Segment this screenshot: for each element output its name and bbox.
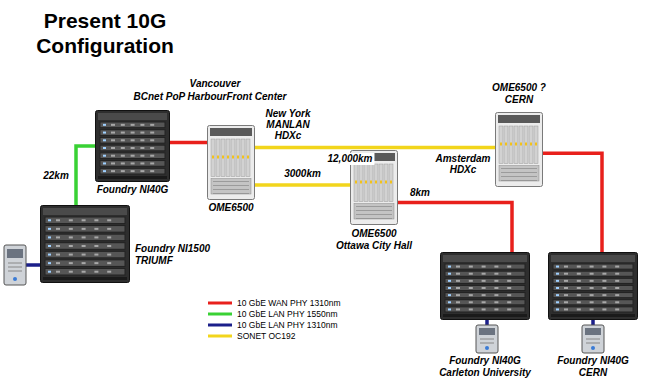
distance-label: 12,000km [325, 153, 374, 165]
link-line [255, 146, 495, 150]
distance-label: 3000km [282, 168, 323, 180]
device-label: OME6500 Ottawa City Hall [334, 228, 414, 252]
device-label: Foundry NI40G Carleton University [433, 355, 537, 379]
distance-label: 8km [408, 187, 432, 199]
router-chassis [548, 252, 638, 320]
device-caption: Foundry NI40G Carleton University [433, 355, 537, 379]
network-device: OME6500 ? CERN [495, 112, 543, 187]
server-icon [4, 245, 26, 285]
server-icon [582, 325, 604, 353]
cable-line [26, 263, 40, 267]
diagram-title: Present 10G Configuration [20, 8, 190, 58]
network-device: Foundry NI40G [95, 110, 170, 182]
link-line [170, 141, 207, 145]
router-chassis [95, 110, 170, 182]
site-label: Vancouver [180, 78, 250, 90]
device-caption: OME6500 [191, 202, 271, 214]
device-caption: OME6500 ? CERN [486, 82, 552, 106]
site-label: BCnet PoP HarbourFront Center [115, 91, 305, 103]
device-label: OME6500 ? CERN [486, 82, 552, 106]
legend-text: 10 GbE LAN PHY 1550nm [237, 309, 338, 319]
network-device: OME6500 [207, 125, 255, 200]
device-label: Foundry NI40G [90, 184, 175, 196]
server-icon [476, 325, 498, 353]
device-caption: Foundry NI1500 TRIUMF [135, 243, 225, 267]
network-device: Foundry NI40G CERN [548, 252, 638, 320]
router-chassis [40, 205, 130, 283]
site-label: New York MANLAN HDXc [262, 108, 314, 141]
legend-text: 10 GbE LAN PHY 1310nm [237, 320, 338, 330]
device-label: OME6500 [191, 202, 271, 214]
device-caption: Foundry NI40G [90, 184, 175, 196]
legend-text: 10 GbE WAN PHY 1310nm [237, 298, 340, 308]
site-label: Amsterdam HDXc [432, 153, 494, 175]
device-caption: Foundry NI40G CERN [553, 355, 633, 379]
distance-label: 22km [41, 170, 71, 182]
site-label: Vancouver [180, 78, 250, 90]
legend-line-sample [208, 299, 232, 307]
optical-switch [495, 112, 543, 187]
site-label: Amsterdam HDXc [432, 153, 494, 175]
link-line [398, 203, 512, 253]
legend-box: 10 GbE WAN PHY 1310nm10 GbE LAN PHY 1550… [208, 297, 340, 341]
link-line [543, 153, 602, 252]
network-device: Foundry NI1500 TRIUMF [40, 205, 130, 283]
legend-text: SONET OC192 [237, 331, 295, 341]
site-label: BCnet PoP HarbourFront Center [115, 91, 305, 103]
link-line [76, 146, 95, 205]
legend-line-sample [208, 332, 232, 340]
legend-line-sample [208, 321, 232, 329]
optical-switch [207, 125, 255, 200]
device-label: Foundry NI1500 TRIUMF [135, 243, 225, 267]
device-label: Foundry NI40G CERN [553, 355, 633, 379]
link-line [255, 183, 350, 187]
site-label: New York MANLAN HDXc [262, 108, 314, 141]
legend-line-sample [208, 310, 232, 318]
network-device: Foundry NI40G Carleton University [440, 252, 530, 320]
router-chassis [440, 252, 530, 320]
cable-line [485, 320, 489, 325]
cable-line [591, 320, 595, 325]
device-caption: OME6500 Ottawa City Hall [334, 228, 414, 252]
